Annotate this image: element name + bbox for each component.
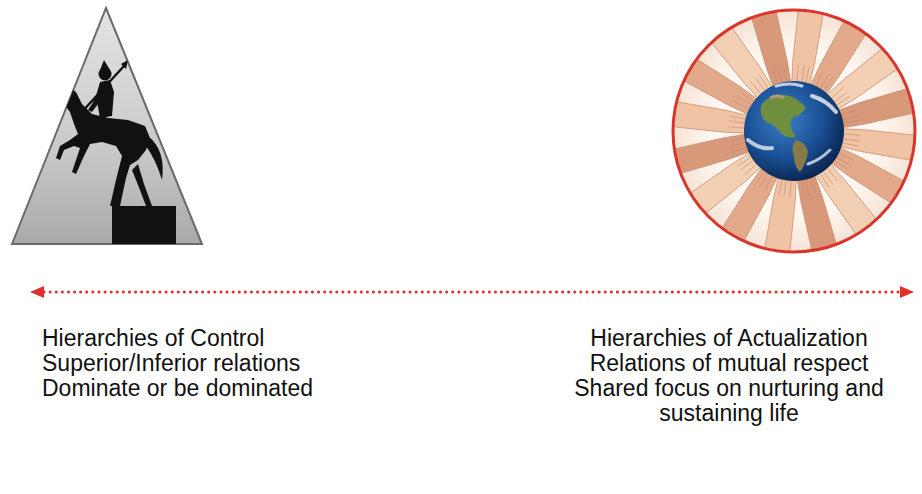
hand-arm — [748, 0, 795, 91]
spectrum-label: Superior/Inferior relations — [42, 351, 482, 376]
hand-fingers — [729, 138, 747, 153]
cloud — [812, 96, 836, 112]
spectrum-label: Hierarchies of Actualization — [548, 326, 910, 351]
label-column: Hierarchies of ControlSuperior/Inferior … — [42, 326, 482, 401]
cloud — [808, 150, 830, 164]
globe-ocean — [744, 81, 844, 181]
label-column: Hierarchies of ActualizationRelations of… — [548, 326, 910, 426]
horseman-triangle — [12, 8, 202, 246]
hand-fingers — [841, 110, 859, 125]
hands-circle — [661, 0, 922, 264]
horse-tail — [146, 136, 163, 180]
spectrum-label: Shared focus on nurturing and sustaining… — [548, 376, 910, 426]
hand-fingers — [779, 180, 792, 197]
hand-fingers — [728, 116, 745, 129]
spectrum-label: Dominate or be dominated — [42, 376, 482, 401]
horseman-statue — [50, 60, 176, 246]
continent — [761, 95, 806, 138]
spectrum-label: Hierarchies of Control — [42, 326, 482, 351]
hand-fingers — [843, 133, 860, 146]
hand-fingers — [773, 66, 788, 84]
spectrum-arrow — [30, 286, 914, 298]
globe-surface — [748, 84, 836, 172]
rider-leg — [96, 116, 111, 136]
hand-fingers — [796, 65, 809, 82]
statue-pedestal — [112, 206, 176, 246]
arrow-head — [30, 286, 44, 298]
horse-leg — [132, 164, 152, 206]
cloud — [748, 140, 772, 148]
circle-border — [673, 10, 915, 252]
cloud — [776, 84, 802, 86]
spear — [80, 66, 124, 114]
earth-globe — [744, 81, 844, 181]
rider-arm — [88, 88, 106, 112]
spectrum-label: Relations of mutual respect — [548, 351, 910, 376]
hand — [748, 0, 795, 91]
hands-group — [661, 0, 922, 264]
rider-helmet — [100, 60, 110, 70]
continent — [792, 140, 808, 172]
dotted-line — [44, 291, 900, 294]
spear-tip — [121, 60, 128, 69]
hand-fingers — [801, 178, 816, 196]
continent — [770, 96, 784, 98]
arrow-head — [900, 286, 914, 298]
